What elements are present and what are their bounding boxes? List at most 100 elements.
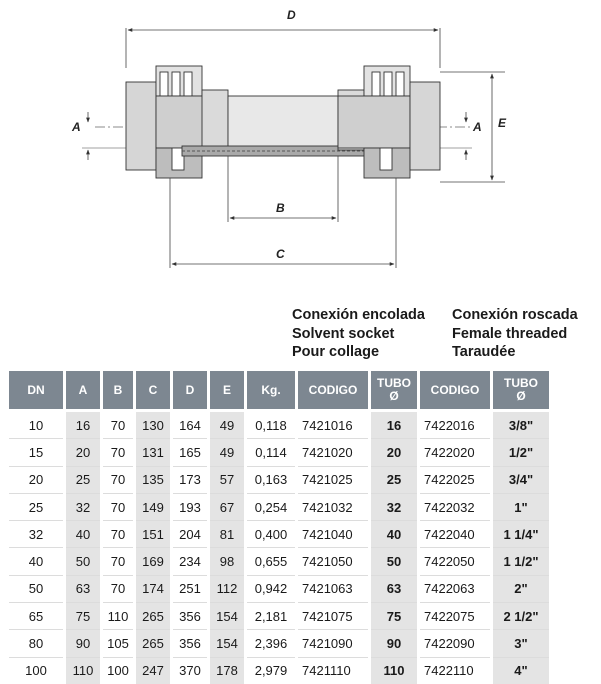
col-b-cell: 110 — [103, 603, 133, 631]
col-c-cell: 151 — [136, 521, 170, 549]
dimension-e: E — [440, 71, 507, 183]
col-c-cell: 131 — [136, 439, 170, 467]
threaded-header-en: Female threaded — [452, 325, 568, 342]
dimension-d: D — [125, 8, 441, 68]
col-b-header: B — [103, 371, 133, 412]
col-codigo-solvent-cell: 7421020 — [298, 439, 368, 467]
col-d-cell: 356 — [173, 630, 207, 658]
solvent-header-en: Solvent socket — [292, 325, 395, 342]
dim-label-d: D — [287, 8, 296, 22]
threaded-header-fr: Taraudée — [452, 344, 516, 360]
col-kg-cell: 2,396 — [247, 630, 295, 658]
header-text: B — [113, 382, 123, 397]
col-tubo-threaded-cell: 1 1/2" — [493, 548, 549, 576]
col-a-cell: 16 — [66, 412, 100, 440]
col-a-cell: 20 — [66, 439, 100, 467]
col-tubo-solvent-cell: 110 — [371, 657, 417, 684]
col-e-header: E — [210, 371, 244, 412]
col-c-cell: 130 — [136, 412, 170, 440]
col-e-cell: 98 — [210, 548, 244, 576]
col-tubo-solvent-cell: 32 — [371, 493, 417, 522]
col-c-header: C — [136, 371, 170, 412]
header-text: TUBO — [504, 376, 538, 390]
col-codigo-solvent-cell: 7421032 — [298, 494, 368, 522]
col-codigo-solvent-cell: 7421063 — [298, 576, 368, 604]
col-tubo-solvent-cell: 50 — [371, 548, 417, 576]
col-e-cell: 154 — [210, 603, 244, 631]
header-text: CODIGO — [430, 382, 480, 397]
col-tubo-solvent-cell: 90 — [371, 630, 417, 658]
col-c-cell: 265 — [136, 603, 170, 631]
col-b-cell: 100 — [107, 663, 129, 679]
col-kg-cell: 0,655 — [247, 548, 295, 576]
col-b-cell: 70 — [103, 467, 133, 494]
col-b-cell: 70 — [103, 439, 133, 467]
col-codigo-solvent-header: CODIGO — [298, 371, 368, 412]
col-tubo-solvent-cell: 63 — [371, 575, 417, 604]
col-tubo-solvent-cell: 20 — [371, 439, 417, 467]
col-kg-cell: 0,942 — [247, 576, 295, 604]
col-c-cell: 135 — [136, 466, 170, 494]
col-codigo-threaded-cell: 7422016 — [420, 412, 490, 440]
header-text: DN — [27, 382, 45, 397]
col-kg-cell: 0,254 — [247, 494, 295, 522]
dim-label-e: E — [498, 116, 507, 130]
col-d-cell: 356 — [173, 603, 207, 631]
col-b-cell: 70 — [103, 412, 133, 440]
col-a-cell: 50 — [66, 548, 100, 576]
col-kg-cell: 2,181 — [247, 603, 295, 631]
col-codigo-threaded-cell: 7422025 — [420, 467, 490, 494]
col-a-cell: 25 — [66, 466, 100, 494]
col-c-cell: 169 — [136, 548, 170, 576]
col-kg-cell: 0,163 — [247, 467, 295, 494]
col-codigo-threaded-cell: 7422032 — [420, 494, 490, 522]
solvent-socket-header: Conexión encolada Solvent socket Pour co… — [292, 306, 425, 362]
col-d-header: D — [173, 371, 207, 412]
header-text: A — [78, 382, 88, 397]
col-codigo-solvent-cell: 7421110 — [302, 663, 351, 679]
col-dn-cell: 15 — [9, 439, 63, 467]
col-tubo-threaded-cell: 3/8" — [493, 412, 549, 440]
header-text: Kg. — [261, 382, 281, 397]
col-e-cell: 49 — [210, 412, 244, 440]
col-d-cell: 370 — [179, 663, 201, 679]
col-tubo-threaded-cell: 1/2" — [493, 439, 549, 467]
col-dn-cell: 32 — [9, 521, 63, 549]
col-tubo-threaded-cell: 2 1/2" — [493, 603, 549, 631]
col-tubo-threaded-cell: 2" — [493, 575, 549, 604]
dimension-c: C — [169, 178, 397, 268]
col-codigo-threaded-cell: 7422090 — [420, 630, 490, 658]
col-codigo-threaded-cell: 7422040 — [420, 521, 490, 549]
col-d-cell: 164 — [173, 412, 207, 440]
col-c-cell: 265 — [136, 630, 170, 658]
col-dn-cell: 65 — [9, 603, 63, 631]
col-c-cell: 174 — [136, 575, 170, 604]
col-tubo-solvent-cell: 75 — [371, 603, 417, 631]
col-codigo-solvent-cell: 7421050 — [298, 548, 368, 576]
col-a-cell: 90 — [66, 630, 100, 658]
col-kg-cell: 0,400 — [247, 521, 295, 549]
col-tubo-threaded-cell: 3/4" — [493, 466, 549, 494]
col-b-cell: 70 — [103, 548, 133, 576]
col-codigo-threaded-cell: 7422050 — [420, 548, 490, 576]
col-e-cell: 57 — [210, 466, 244, 494]
col-dn-cell: 80 — [9, 630, 63, 658]
col-tubo-threaded-cell: 3" — [493, 630, 549, 658]
header-text: D — [185, 382, 195, 397]
col-dn-cell: 25 — [9, 494, 63, 522]
col-a-cell: 40 — [66, 521, 100, 549]
col-tubo-solvent-cell: 16 — [371, 412, 417, 440]
dimension-b: B — [227, 156, 339, 222]
col-a-cell: 75 — [66, 603, 100, 631]
col-kg-cell: 0,118 — [247, 412, 295, 440]
col-d-cell: 173 — [173, 467, 207, 494]
col-e-cell: 49 — [210, 439, 244, 467]
